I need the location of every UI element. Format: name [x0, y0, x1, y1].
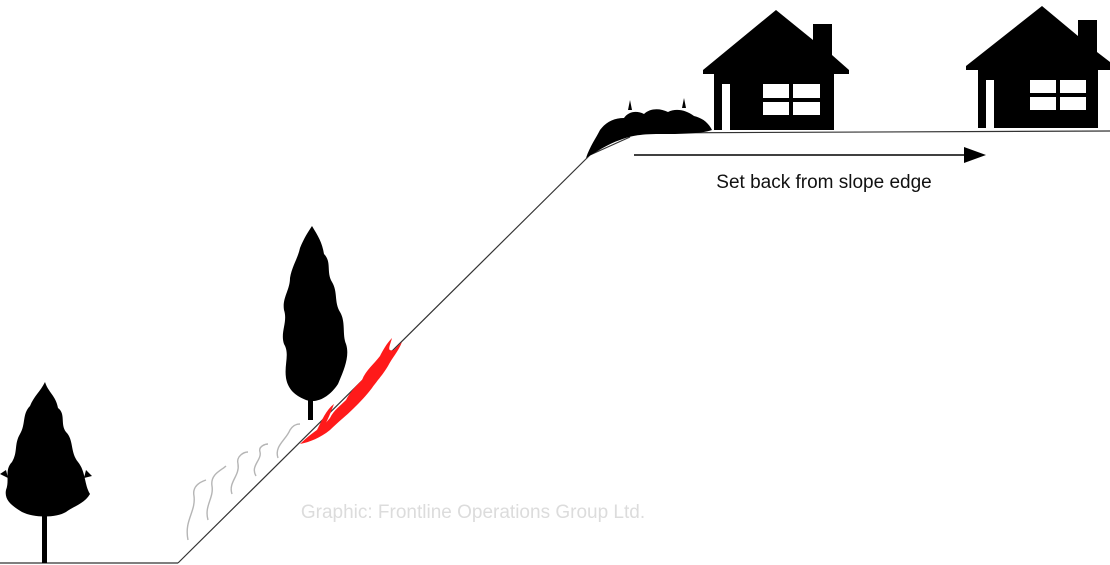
credit-watermark: Graphic: Frontline Operations Group Ltd.: [301, 502, 645, 523]
smoke-icon: [187, 424, 300, 540]
shrub-icon: [586, 98, 712, 158]
tree-icon: [283, 226, 347, 420]
house-icon: [703, 10, 849, 130]
ground-profile: [0, 131, 1110, 563]
arrow-right-icon: [634, 147, 986, 163]
tree-icon: [0, 382, 92, 563]
house-icon: [966, 6, 1110, 128]
setback-label: Set back from slope edge: [716, 172, 931, 193]
